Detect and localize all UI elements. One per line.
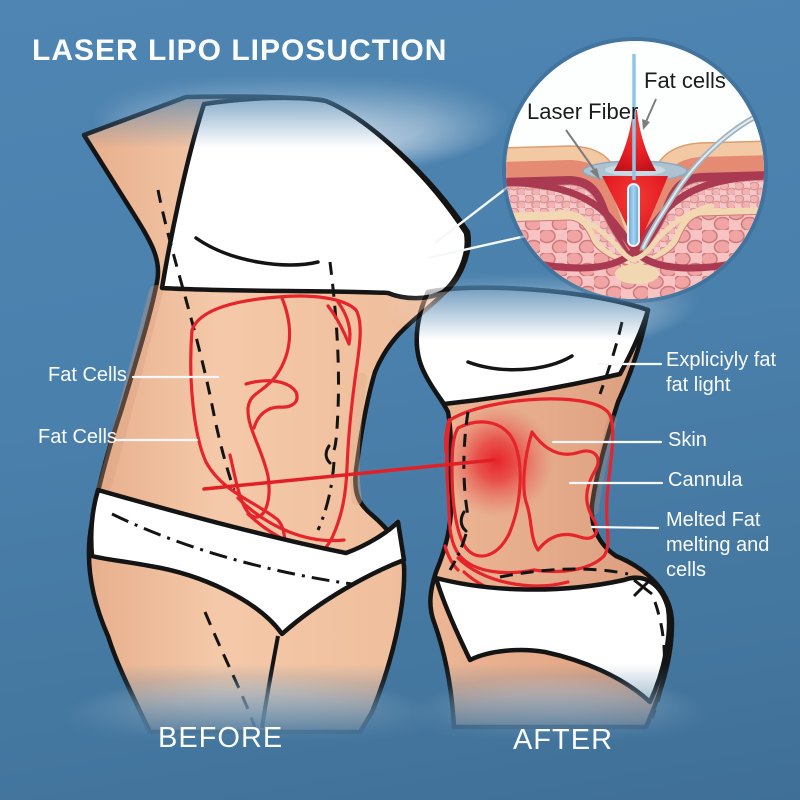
navel-after	[459, 510, 468, 533]
after-label-cannula: Cannula	[668, 469, 743, 491]
haze-bottom-after	[410, 675, 710, 755]
dashed-contour-front	[328, 261, 341, 451]
after-label-1: Expliciyly fat fat light	[666, 349, 777, 396]
dashdot-underwear	[111, 512, 353, 586]
inset-label-arrows	[565, 98, 657, 180]
dashed-back-after	[598, 321, 624, 395]
laser-glow	[441, 405, 553, 517]
top-underbust-curve	[466, 354, 574, 372]
body-after-shading	[589, 415, 617, 515]
laser-fiber-rod	[627, 183, 640, 247]
after-caption: AFTER	[512, 724, 614, 756]
navel-before	[324, 444, 332, 465]
page-title: LASER LIPO LIPOSUCTION	[32, 34, 448, 67]
inset-label-laser-fiber: Laser Fiber	[527, 99, 639, 124]
dashed-front-after	[462, 411, 470, 517]
body-before-shading	[93, 285, 163, 509]
cross-tick	[632, 576, 654, 598]
dashed-contour-back	[156, 189, 236, 491]
body-after	[380, 248, 710, 755]
cannula-tube	[640, 113, 760, 251]
before-label-fat-cells-2: Fat Cells	[38, 426, 117, 448]
haze-bottom-before	[60, 676, 440, 760]
top-after	[414, 285, 651, 407]
dashdot-contour-front-low	[316, 461, 336, 531]
inset-cream-pocket	[615, 264, 659, 284]
laser-beam-line	[202, 458, 496, 491]
after-label-skin: Skin	[668, 429, 707, 451]
fat-cells-outline-after	[443, 397, 615, 599]
fat-cells-outline-before	[189, 294, 362, 592]
before-label-fat-cells-1: Fat Cells	[48, 364, 127, 386]
dashdot-front-after	[448, 533, 468, 571]
dashed-underwear-after	[499, 567, 629, 579]
body-before	[60, 58, 510, 760]
before-caption: BEFORE	[158, 722, 284, 754]
after-label-melted-fat: Melted Fat melting and cells	[666, 509, 770, 581]
body-before-shading-front	[349, 373, 367, 505]
inset-label-fat-cells: Fat cells	[644, 68, 726, 93]
label-leader-lines	[115, 362, 664, 530]
bra-underbust-curve	[194, 236, 320, 267]
